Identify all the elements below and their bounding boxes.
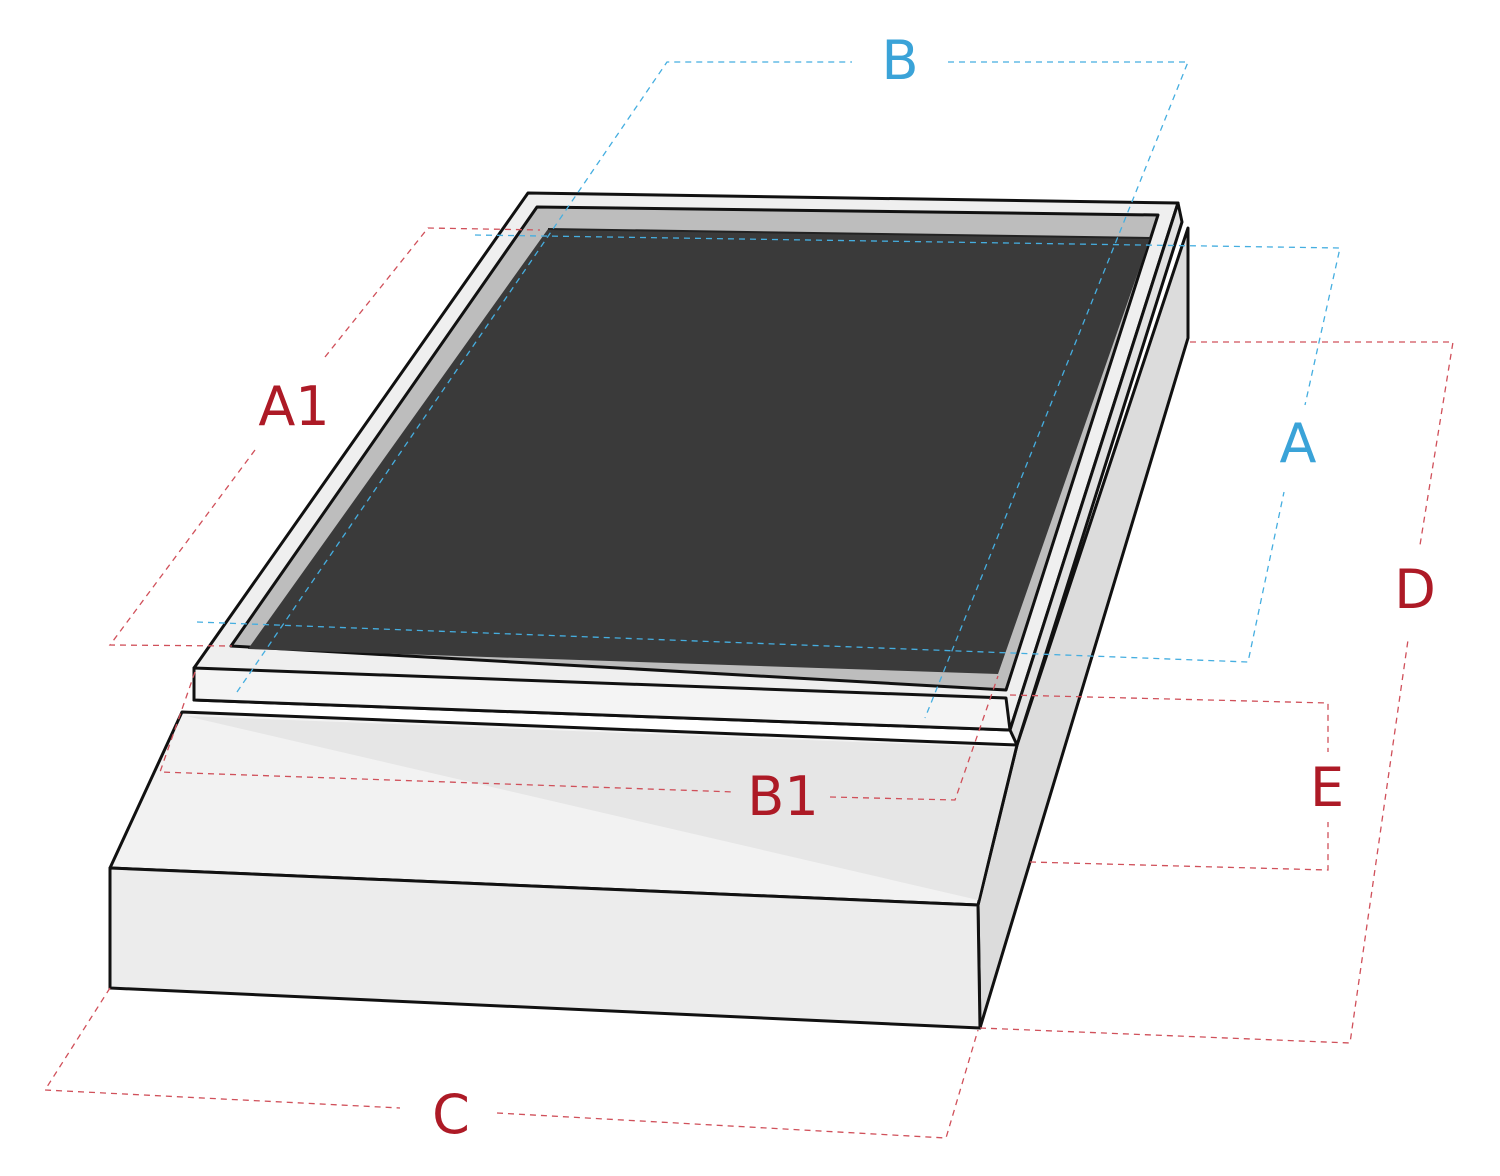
dim-line-b1-left (159, 671, 736, 793)
label-b: B (881, 29, 918, 92)
frame-right-thickness (1008, 201, 1184, 747)
dim-line-d-top (1190, 341, 1454, 546)
dim-line-c-right (496, 1029, 979, 1139)
dimension-labels: B A A1 B1 D E C (258, 29, 1435, 1146)
dim-line-c-left (43, 987, 401, 1109)
inner-dimension-lines (196, 61, 1341, 719)
dim-line-a-top (474, 234, 1341, 406)
dim-line-a1-top (324, 227, 541, 358)
base-sloped-shade (186, 716, 1014, 900)
label-a1: A1 (258, 375, 329, 438)
label-a: A (1280, 412, 1317, 475)
dim-line-d-bottom (979, 639, 1409, 1044)
frame-front-thickness (192, 666, 1012, 732)
dim-line-b1-right (829, 675, 999, 801)
glass-panel (248, 229, 1150, 674)
dim-line-a-bottom (196, 491, 1285, 663)
glass-top-edge (547, 228, 1151, 239)
outer-dimension-lines (43, 227, 1454, 1139)
dim-line-b (236, 61, 852, 693)
base-curb (108, 226, 1190, 1030)
dim-line-e-bottom (1029, 822, 1329, 871)
label-e: E (1310, 756, 1344, 819)
dim-line-b-right (924, 61, 1189, 719)
label-d: D (1394, 558, 1436, 621)
skylight-frame (192, 191, 1184, 747)
dim-line-a1-bottom (108, 449, 256, 647)
label-b1: B1 (747, 765, 818, 828)
label-c: C (432, 1083, 470, 1146)
